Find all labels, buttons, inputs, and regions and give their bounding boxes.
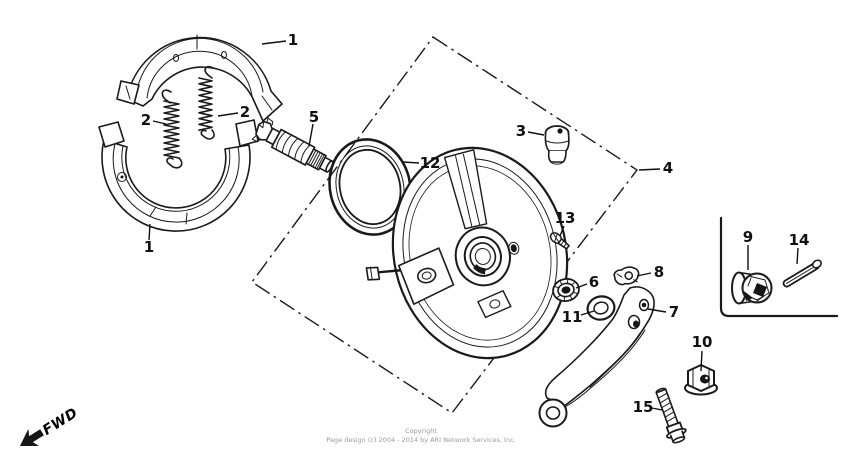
brake-panel-drawing bbox=[365, 146, 569, 360]
oil-seal-drawing bbox=[328, 138, 412, 236]
part-label-11[interactable]: 11 bbox=[562, 308, 583, 326]
part-label-14[interactable]: 14 bbox=[789, 231, 810, 249]
rubber-plug-drawing bbox=[544, 125, 570, 165]
washer-drawing bbox=[586, 295, 616, 321]
fwd-label: FWD bbox=[40, 405, 81, 439]
part-label-13[interactable]: 13 bbox=[555, 209, 576, 227]
pin-drawing bbox=[782, 259, 822, 288]
leader-13 bbox=[559, 225, 565, 237]
leader-1-lower bbox=[148, 223, 151, 241]
part-label-8[interactable]: 8 bbox=[654, 263, 664, 281]
brake-shoe-upper-drawing bbox=[116, 34, 283, 122]
leader-2-left bbox=[152, 120, 167, 125]
part-label-1-upper[interactable]: 1 bbox=[288, 31, 298, 49]
leader-8 bbox=[636, 272, 652, 277]
adjuster-nut-drawing bbox=[731, 271, 773, 305]
leader-14 bbox=[796, 247, 799, 265]
leader-10 bbox=[700, 350, 703, 372]
nut-6-drawing bbox=[552, 278, 580, 302]
leader-6 bbox=[575, 283, 588, 289]
copyright-line2: Page design (c) 2004 - 2014 by ARI Netwo… bbox=[326, 436, 515, 444]
part-label-15[interactable]: 15 bbox=[633, 398, 654, 416]
leader-11 bbox=[580, 310, 595, 316]
panel-group-phantom-box bbox=[250, 36, 639, 414]
part-label-1-lower[interactable]: 1 bbox=[144, 238, 154, 256]
spring-left-drawing bbox=[161, 89, 183, 169]
leader-15 bbox=[651, 407, 663, 411]
joint-drawing bbox=[613, 266, 640, 286]
part-labels: 1 2 2 1 5 12 3 4 13 6 8 11 7 9 14 10 15 bbox=[141, 31, 810, 416]
leader-2-right bbox=[217, 112, 239, 117]
leader-3 bbox=[527, 131, 545, 136]
brake-arm-drawing bbox=[538, 286, 655, 428]
part-label-3[interactable]: 3 bbox=[516, 122, 526, 140]
leader-12 bbox=[402, 161, 420, 164]
screw-drawing bbox=[549, 232, 570, 250]
part-label-5[interactable]: 5 bbox=[309, 108, 319, 126]
part-label-7[interactable]: 7 bbox=[669, 303, 679, 321]
brake-cam-drawing bbox=[251, 117, 334, 173]
fwd-mark: FWD bbox=[20, 405, 81, 447]
copyright-line1: Copyright bbox=[405, 427, 437, 435]
part-label-6[interactable]: 6 bbox=[589, 273, 599, 291]
leader-5 bbox=[308, 123, 314, 147]
fwd-arrow-icon bbox=[20, 429, 44, 447]
leader-7 bbox=[647, 308, 667, 313]
part-label-2-right[interactable]: 2 bbox=[240, 103, 250, 121]
inset-bracket-lines bbox=[719, 216, 839, 318]
leader-1-upper bbox=[261, 40, 287, 45]
part-label-10[interactable]: 10 bbox=[692, 333, 713, 351]
part-label-12[interactable]: 12 bbox=[420, 154, 441, 172]
brake-shoe-lower-drawing bbox=[98, 119, 259, 232]
part-label-9[interactable]: 9 bbox=[743, 228, 753, 246]
part-label-2-left[interactable]: 2 bbox=[141, 111, 151, 129]
spring-right-drawing bbox=[198, 65, 215, 140]
part-label-4[interactable]: 4 bbox=[663, 159, 673, 177]
leader-4 bbox=[638, 168, 661, 171]
bolt-drawing bbox=[655, 387, 687, 444]
